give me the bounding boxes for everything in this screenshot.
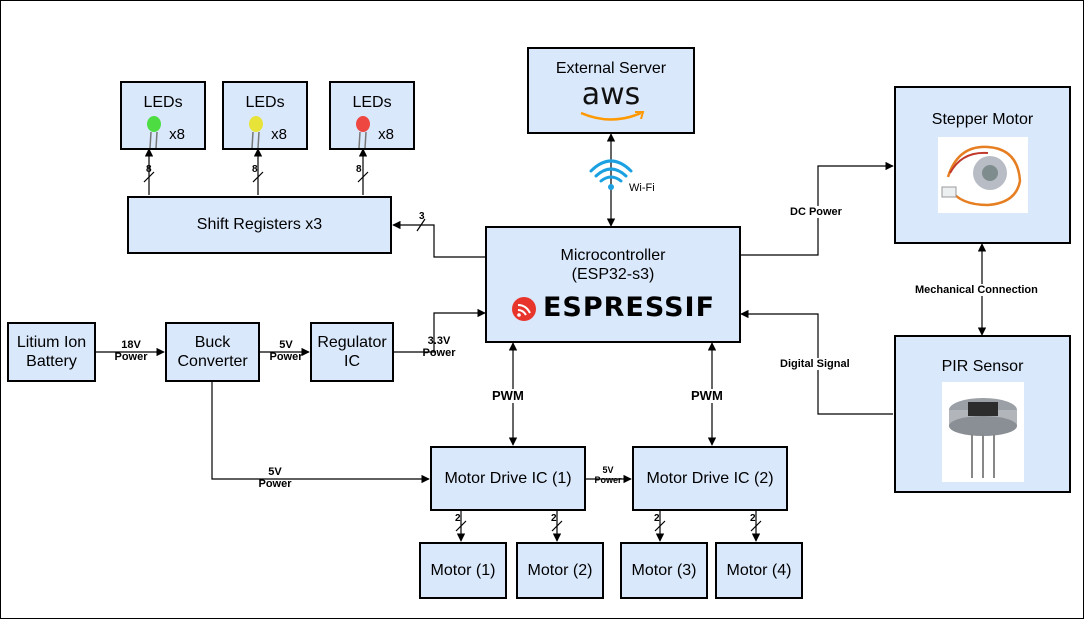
motor-drive-1-block: Motor Drive IC (1) bbox=[430, 446, 586, 511]
power-5v-drive-label: 5V Power bbox=[258, 466, 292, 491]
power-3v3-label: 3.3V Power bbox=[422, 335, 456, 360]
regulator-block: Regulator IC bbox=[310, 322, 394, 382]
led-count: x8 bbox=[271, 126, 287, 144]
battery-title: Litium Ion Battery bbox=[16, 333, 87, 370]
bus-width-label: 8 bbox=[356, 164, 362, 175]
leds-title: LEDs bbox=[245, 94, 285, 111]
motor-title: Motor (1) bbox=[430, 561, 496, 579]
leds-block-red: LEDs x8 bbox=[329, 81, 415, 150]
power-5v-between-label: 5V Power bbox=[594, 465, 622, 485]
green-led-icon bbox=[147, 116, 162, 149]
espressif-wordmark: ESPRESSIF bbox=[542, 292, 716, 324]
digital-signal-label: Digital Signal bbox=[780, 358, 850, 371]
yellow-led-icon bbox=[249, 116, 264, 149]
battery-block: Litium Ion Battery bbox=[7, 322, 96, 382]
motor-drive-2-title: Motor Drive IC (2) bbox=[646, 469, 774, 487]
stepper-motor-title: Stepper Motor bbox=[931, 111, 1034, 128]
motor-title: Motor (4) bbox=[726, 561, 792, 579]
power-5v-regulator-label: 5V Power bbox=[269, 339, 303, 364]
stepper-motor-block: Stepper Motor bbox=[894, 86, 1071, 244]
mechanical-connection-label: Mechanical Connection bbox=[915, 284, 1038, 297]
leds-block-green: LEDs x8 bbox=[120, 81, 206, 150]
motor-title: Motor (2) bbox=[527, 561, 593, 579]
pir-sensor-image bbox=[941, 382, 1024, 483]
bus-width-label: 8 bbox=[146, 164, 152, 175]
pir-sensor-title: PIR Sensor bbox=[941, 358, 1024, 375]
espressif-logo-icon bbox=[511, 296, 536, 321]
leds-title: LEDs bbox=[352, 94, 392, 111]
microcontroller-title: Microcontroller bbox=[560, 247, 666, 264]
motor-2-block: Motor (2) bbox=[516, 542, 604, 599]
buck-to-drive bbox=[211, 382, 430, 484]
leds-title: LEDs bbox=[143, 94, 183, 111]
motor-3-block: Motor (3) bbox=[620, 542, 708, 599]
leds-block-yellow: LEDs x8 bbox=[222, 81, 308, 150]
power-18v-label: 18V Power bbox=[114, 339, 148, 364]
motor-4-block: Motor (4) bbox=[715, 542, 803, 599]
regulator-to-mcu bbox=[394, 308, 486, 353]
external-server-title: External Server bbox=[555, 60, 667, 77]
bus-width-label: 2 bbox=[654, 513, 660, 524]
microcontroller-subtitle: (ESP32-s3) bbox=[571, 266, 655, 284]
motor-title: Motor (3) bbox=[631, 561, 697, 579]
buck-converter-title: Buck Converter bbox=[177, 333, 248, 370]
led-count: x8 bbox=[378, 126, 394, 144]
bus-width-label: 2 bbox=[455, 513, 461, 524]
bus-width-label: 3 bbox=[419, 211, 425, 222]
dc-power-label: DC Power bbox=[790, 206, 842, 219]
pir-sensor-block: PIR Sensor bbox=[894, 335, 1071, 493]
motor-1-block: Motor (1) bbox=[419, 542, 507, 599]
shift-registers-block: Shift Registers x3 bbox=[127, 196, 392, 254]
bus-width-label: 8 bbox=[252, 164, 258, 175]
wifi-label: Wi-Fi bbox=[629, 182, 655, 194]
pwm-label-left: PWM bbox=[492, 388, 524, 404]
microcontroller-block: Microcontroller (ESP32-s3) ESPRESSIF bbox=[485, 226, 741, 343]
stepper-motor-image bbox=[937, 137, 1028, 214]
aws-smile-icon bbox=[580, 111, 645, 121]
buck-converter-block: Buck Converter bbox=[165, 322, 260, 382]
shift-registers-title: Shift Registers x3 bbox=[196, 216, 323, 234]
motor-drive-1-title: Motor Drive IC (1) bbox=[444, 469, 572, 487]
led-count: x8 bbox=[169, 126, 185, 144]
motor-drive-2-block: Motor Drive IC (2) bbox=[632, 446, 788, 511]
shift-bus bbox=[392, 220, 485, 258]
pwm-label-right: PWM bbox=[691, 388, 723, 404]
red-led-icon bbox=[356, 116, 371, 149]
bus-width-label: 2 bbox=[551, 513, 557, 524]
regulator-title: Regulator IC bbox=[317, 333, 387, 370]
aws-logo: aws bbox=[581, 77, 641, 113]
bus-width-label: 2 bbox=[750, 513, 756, 524]
external-server-block: External Server aws bbox=[527, 47, 695, 134]
wifi-icon bbox=[589, 159, 633, 183]
